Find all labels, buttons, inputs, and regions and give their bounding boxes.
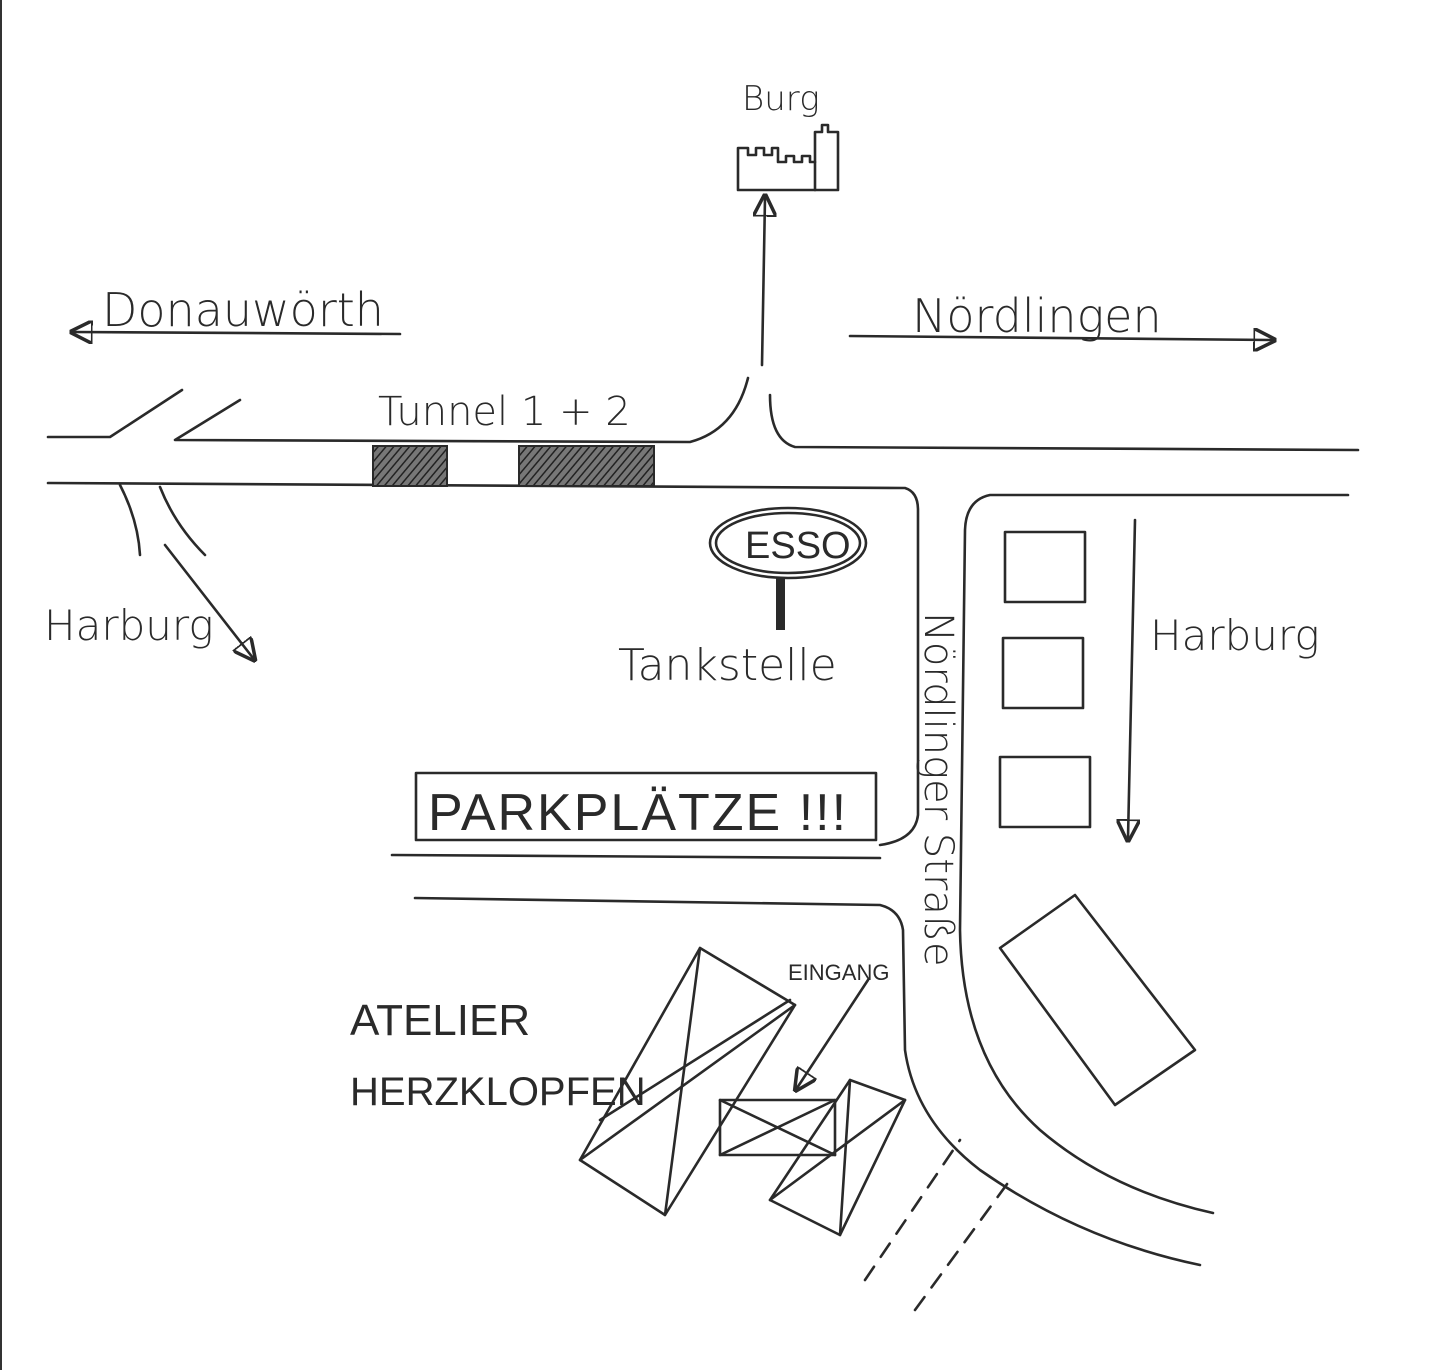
esso-label: ESSO bbox=[745, 525, 851, 567]
harburg-s-arrow bbox=[1128, 518, 1135, 838]
noerdlinger-strasse bbox=[413, 493, 1350, 1312]
main-road bbox=[46, 376, 1360, 860]
parking-area bbox=[414, 771, 878, 842]
parking-label: PARKPLÄTZE !!! bbox=[428, 784, 848, 842]
donauwoerth-label: Donauwörth bbox=[102, 283, 384, 337]
venue-label-line2: HERZKLOPFEN bbox=[350, 1070, 646, 1114]
noerdlingen-label: Nördlingen bbox=[912, 289, 1162, 343]
harburg-sw-label: Harburg bbox=[44, 601, 214, 650]
venue-label-line1: ATELIER bbox=[350, 996, 530, 1045]
entrance-arrow bbox=[797, 978, 870, 1088]
building bbox=[1001, 636, 1085, 710]
esso-post bbox=[776, 578, 785, 630]
entrance-label: EINGANG bbox=[788, 960, 889, 985]
tunnel-label: Tunnel 1 + 2 bbox=[378, 389, 631, 435]
atelier-building bbox=[578, 946, 907, 1237]
street-label: Nördlinger Straße bbox=[915, 612, 961, 967]
noerdlingen-arrow bbox=[848, 336, 1272, 340]
castle-icon bbox=[736, 123, 840, 192]
tunnel-2 bbox=[518, 445, 655, 487]
harburg-s-label: Harburg bbox=[1150, 611, 1320, 660]
castle-arrow bbox=[762, 198, 765, 367]
gas-station-label: Tankstelle bbox=[618, 640, 837, 691]
building bbox=[998, 755, 1092, 829]
building bbox=[1003, 530, 1087, 604]
esso-sign bbox=[708, 506, 868, 580]
donauwoerth-arrow bbox=[74, 332, 402, 334]
tunnel-1 bbox=[372, 445, 448, 487]
building bbox=[998, 893, 1197, 1107]
harburg-sw-arrow bbox=[163, 543, 253, 658]
castle-label: Burg bbox=[742, 79, 820, 119]
